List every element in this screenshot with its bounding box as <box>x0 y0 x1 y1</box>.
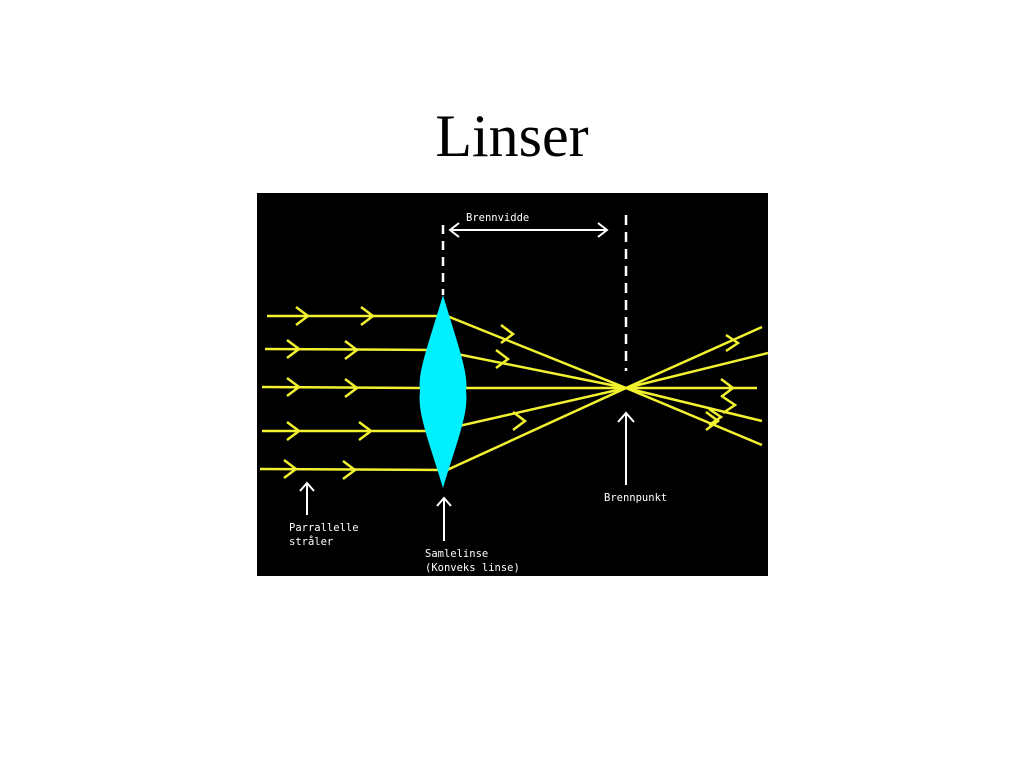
ray-arrow-4-2 <box>358 421 374 441</box>
slide-title: Linser <box>435 103 589 169</box>
ray-arrow-2-3 <box>495 349 511 369</box>
light-ray-4 <box>262 386 763 433</box>
ray-arrow-1-2 <box>360 306 376 326</box>
ray-arrow-4-1 <box>286 421 302 441</box>
diagram-background <box>257 193 768 576</box>
diverging-ray-arrow-2 <box>722 395 738 415</box>
diverging-ray-arrow-1 <box>725 333 741 353</box>
lens-diagram: Brennvidde Brennpunkt Parrallelle stråle… <box>257 193 768 576</box>
parallel-rays-label-line1: Parrallelle <box>289 522 359 534</box>
ray-arrow-3-1 <box>286 377 302 397</box>
lens-label-line2: (Konveks linse) <box>425 562 520 574</box>
convex-lens-icon <box>419 295 467 488</box>
parallel-rays-label-line2: stråler <box>289 535 333 548</box>
lens-label-line1: Samlelinse <box>425 548 488 560</box>
ray-arrow-1-3 <box>500 324 516 344</box>
focal-length-label: Brennvidde <box>466 212 529 224</box>
ray-arrow-4-3 <box>512 411 528 431</box>
ray-arrow-3-3 <box>720 378 736 398</box>
focal-length-arrow <box>448 222 609 238</box>
light-ray-1 <box>267 314 763 390</box>
ray-arrow-5-1 <box>283 459 299 479</box>
parallel-rays-pointer <box>299 481 315 515</box>
ray-arrow-5-2 <box>342 460 358 480</box>
diverging-ray-arrow-3 <box>708 407 724 427</box>
light-ray-3 <box>261 385 757 390</box>
ray-arrow-3-2 <box>344 378 360 398</box>
ray-arrow-1-1 <box>295 306 311 326</box>
focal-point-label: Brennpunkt <box>604 492 667 504</box>
focal-point-pointer <box>617 411 635 485</box>
lens-diagram-svg: Brennvidde Brennpunkt Parrallelle stråle… <box>257 193 768 576</box>
light-rays <box>259 314 768 472</box>
ray-direction-arrows <box>283 306 741 480</box>
ray-arrow-2-2 <box>344 340 360 360</box>
light-ray-2 <box>264 347 768 390</box>
ray-arrow-5-3 <box>705 411 721 431</box>
lens-pointer <box>436 496 452 541</box>
ray-arrow-2-1 <box>286 339 302 359</box>
